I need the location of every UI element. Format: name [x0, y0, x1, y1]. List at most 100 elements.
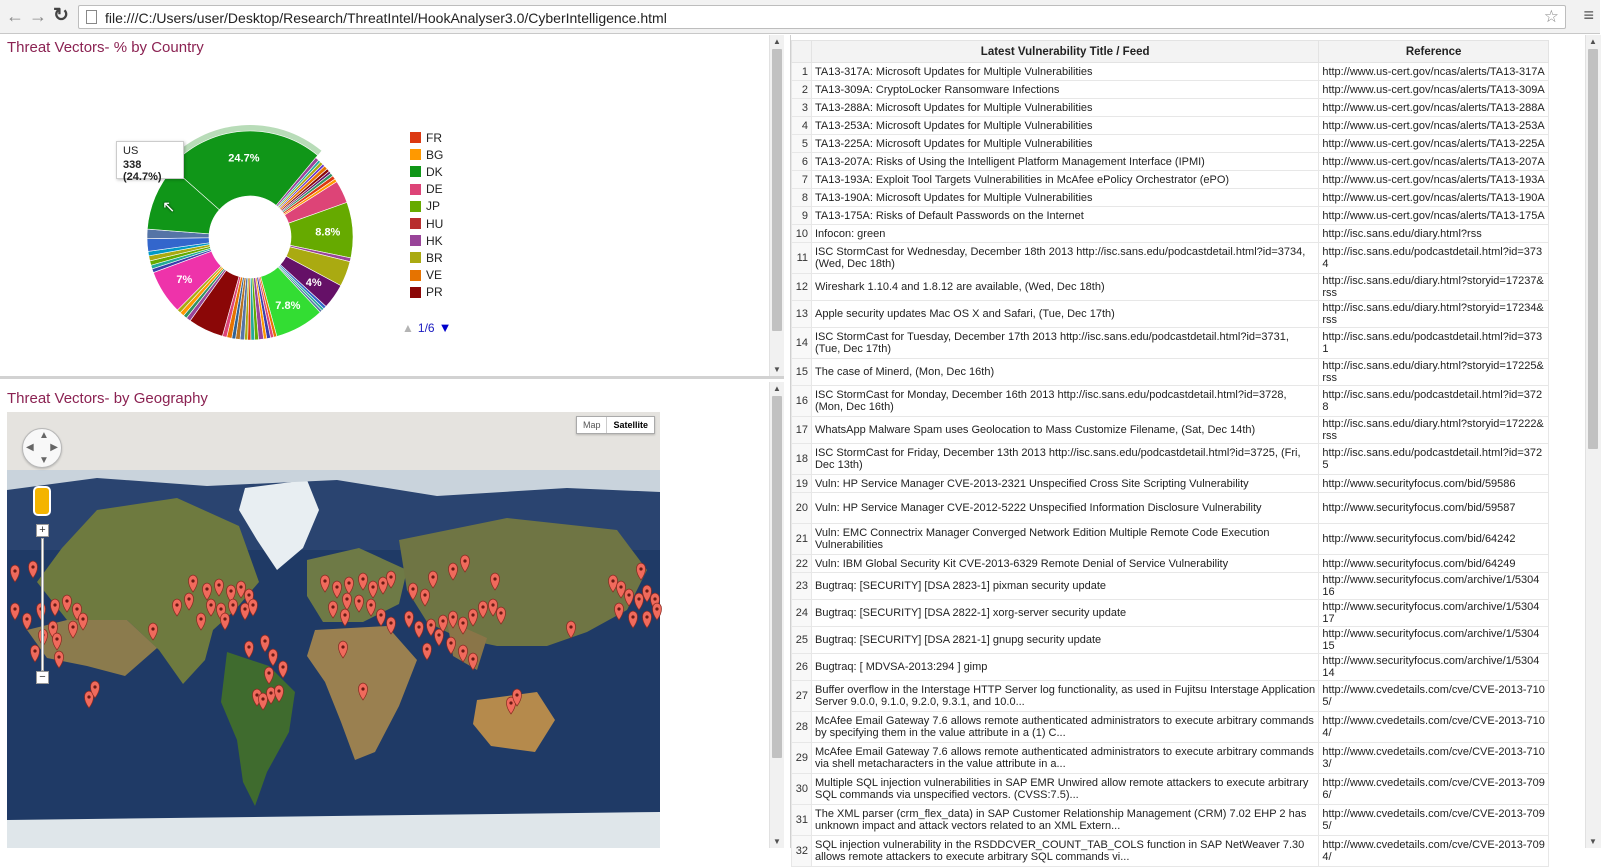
- row-reference[interactable]: http://www.cvedetails.com/cve/CVE-2013-7…: [1318, 835, 1549, 867]
- map-marker-icon[interactable]: [62, 594, 72, 613]
- map-marker-icon[interactable]: [240, 602, 250, 621]
- map-marker-icon[interactable]: [202, 582, 212, 601]
- pan-control[interactable]: ▲ ▼ ◀ ▶: [22, 428, 62, 468]
- map-marker-icon[interactable]: [566, 620, 576, 639]
- row-reference[interactable]: http://www.cvedetails.com/cve/CVE-2013-7…: [1318, 680, 1549, 712]
- map-marker-icon[interactable]: [54, 650, 64, 669]
- map-marker-icon[interactable]: [206, 598, 216, 617]
- map-marker-icon[interactable]: [244, 640, 254, 659]
- map-marker-icon[interactable]: [438, 614, 448, 633]
- row-reference[interactable]: http://www.securityfocus.com/archive/1/5…: [1318, 599, 1549, 627]
- row-reference[interactable]: http://www.securityfocus.com/bid/59586: [1318, 474, 1549, 493]
- row-reference[interactable]: http://www.us-cert.gov/ncas/alerts/TA13-…: [1318, 170, 1549, 189]
- row-reference[interactable]: http://www.securityfocus.com/archive/1/5…: [1318, 572, 1549, 600]
- address-bar[interactable]: file:///C:/Users/user/Desktop/Research/T…: [78, 5, 1566, 29]
- map-tiles[interactable]: [7, 470, 662, 848]
- row-reference[interactable]: http://www.us-cert.gov/ncas/alerts/TA13-…: [1318, 80, 1549, 99]
- map-marker-icon[interactable]: [426, 618, 436, 637]
- row-reference[interactable]: http://isc.sans.edu/diary.html?storyid=1…: [1318, 273, 1549, 301]
- map-type-satellite[interactable]: Satellite: [606, 417, 654, 433]
- pie-slice-0[interactable]: [170, 130, 319, 211]
- map-marker-icon[interactable]: [376, 608, 386, 627]
- map-marker-icon[interactable]: [642, 610, 652, 629]
- scroll-down-icon[interactable]: ▼: [773, 365, 781, 374]
- scroll-down-icon[interactable]: ▼: [1589, 837, 1597, 846]
- map-marker-icon[interactable]: [320, 574, 330, 593]
- row-reference[interactable]: http://www.us-cert.gov/ncas/alerts/TA13-…: [1318, 62, 1549, 81]
- row-reference[interactable]: http://www.us-cert.gov/ncas/alerts/TA13-…: [1318, 134, 1549, 153]
- row-reference[interactable]: http://www.securityfocus.com/archive/1/5…: [1318, 626, 1549, 654]
- map-marker-icon[interactable]: [196, 612, 206, 631]
- pegman-icon[interactable]: [35, 488, 49, 514]
- map-marker-icon[interactable]: [184, 592, 194, 611]
- row-reference[interactable]: http://www.us-cert.gov/ncas/alerts/TA13-…: [1318, 116, 1549, 135]
- map-marker-icon[interactable]: [344, 576, 354, 595]
- legend-item-hk[interactable]: HK: [410, 232, 443, 249]
- column-header-index[interactable]: [791, 40, 812, 63]
- scroll-up-icon[interactable]: ▲: [1589, 37, 1597, 46]
- row-reference[interactable]: http://www.cvedetails.com/cve/CVE-2013-7…: [1318, 804, 1549, 836]
- map-marker-icon[interactable]: [458, 644, 468, 663]
- arrow-left-icon[interactable]: ←: [6, 6, 24, 26]
- map-marker-icon[interactable]: [342, 592, 352, 611]
- map-marker-icon[interactable]: [404, 610, 414, 629]
- scroll-thumb[interactable]: [1588, 49, 1598, 449]
- row-reference[interactable]: http://isc.sans.edu/podcastdetail.html?i…: [1318, 327, 1549, 359]
- hamburger-icon[interactable]: ≡: [1583, 5, 1594, 25]
- map-marker-icon[interactable]: [148, 622, 158, 641]
- map-marker-icon[interactable]: [386, 570, 396, 589]
- map-marker-icon[interactable]: [84, 690, 94, 709]
- country-donut-chart[interactable]: 24.7%8.8%4%7.8%7%: [100, 90, 400, 390]
- legend-item-dk[interactable]: DK: [410, 163, 443, 180]
- map-marker-icon[interactable]: [460, 554, 470, 573]
- map-marker-icon[interactable]: [52, 632, 62, 651]
- legend-item-ve[interactable]: VE: [410, 267, 443, 284]
- map-marker-icon[interactable]: [78, 612, 88, 631]
- map-type-map[interactable]: Map: [582, 420, 601, 430]
- map-marker-icon[interactable]: [268, 648, 278, 667]
- zoom-slider[interactable]: [41, 538, 44, 671]
- map-marker-icon[interactable]: [414, 620, 424, 639]
- map-marker-icon[interactable]: [652, 602, 662, 621]
- map-marker-icon[interactable]: [258, 692, 268, 711]
- legend-item-de[interactable]: DE: [410, 181, 443, 198]
- map-marker-icon[interactable]: [616, 580, 626, 599]
- pager-down-icon[interactable]: ▼: [438, 320, 452, 335]
- row-reference[interactable]: http://www.securityfocus.com/bid/64242: [1318, 523, 1549, 555]
- map-marker-icon[interactable]: [446, 636, 456, 655]
- map-marker-icon[interactable]: [448, 610, 458, 629]
- map-marker-icon[interactable]: [68, 620, 78, 639]
- map-marker-icon[interactable]: [30, 644, 40, 663]
- map-marker-icon[interactable]: [338, 640, 348, 659]
- legend-item-fr[interactable]: FR: [410, 129, 443, 146]
- map-marker-icon[interactable]: [434, 628, 444, 647]
- map-marker-icon[interactable]: [248, 598, 258, 617]
- map-marker-icon[interactable]: [448, 562, 458, 581]
- row-reference[interactable]: http://isc.sans.edu/diary.html?storyid=1…: [1318, 416, 1549, 444]
- map-marker-icon[interactable]: [506, 696, 516, 715]
- row-reference[interactable]: http://www.us-cert.gov/ncas/alerts/TA13-…: [1318, 152, 1549, 171]
- row-reference[interactable]: http://www.us-cert.gov/ncas/alerts/TA13-…: [1318, 98, 1549, 117]
- map-marker-icon[interactable]: [624, 588, 634, 607]
- country-panel-scrollbar[interactable]: ▲ ▼: [769, 35, 784, 376]
- map-marker-icon[interactable]: [614, 602, 624, 621]
